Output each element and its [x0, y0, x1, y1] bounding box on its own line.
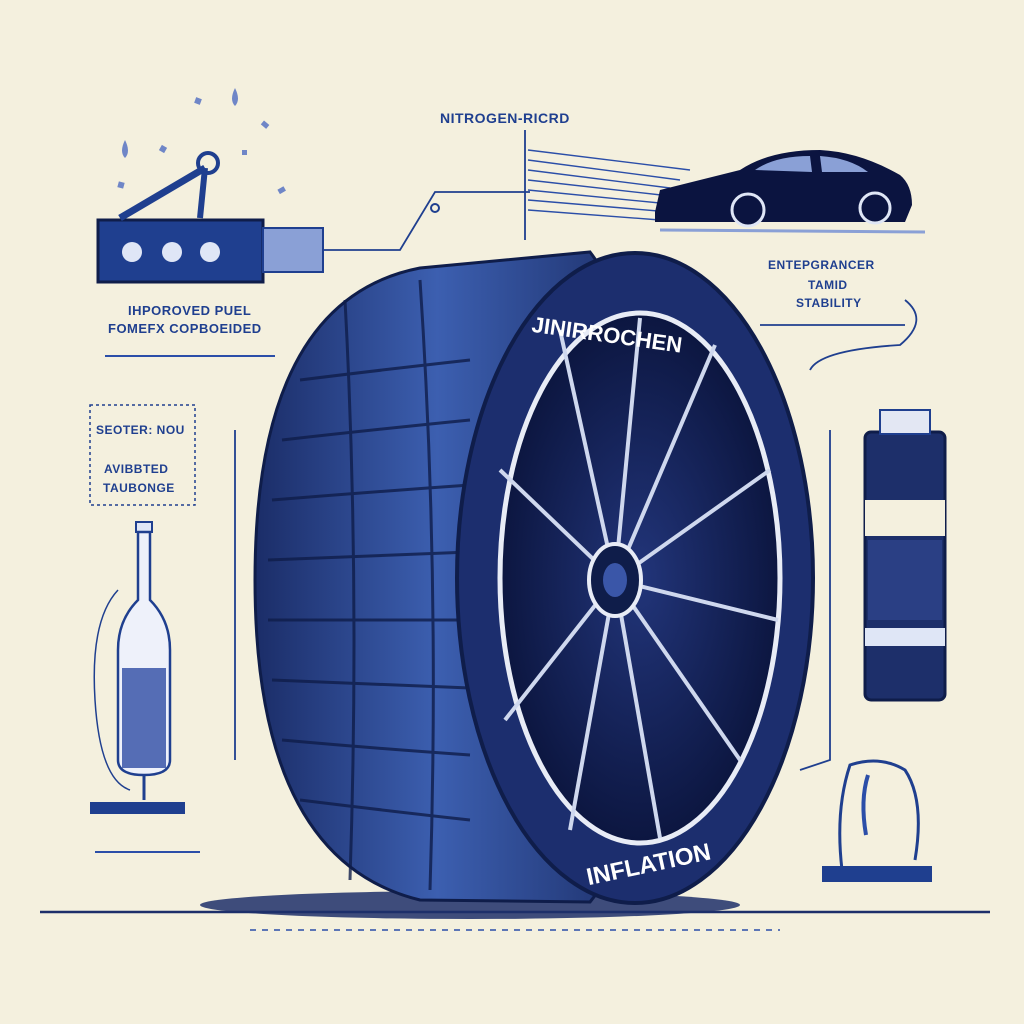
- gauge-icon: [822, 759, 932, 882]
- flow-lines: [527, 149, 691, 221]
- tread-grooves: [267, 279, 471, 891]
- left-box-line1: SEOTER: NOU: [96, 423, 185, 437]
- bottle-icon: [90, 521, 185, 814]
- rim-spokes: [498, 317, 779, 839]
- stability-label-line1: ENTEPGRANCER: [768, 258, 875, 272]
- stability-label-line2: TAMID: [808, 278, 848, 292]
- fuel-label-line2: FOMEFX COPBOEIDED: [108, 321, 262, 336]
- stability-label-line3: STABILITY: [796, 296, 862, 310]
- left-box-line2: AVIBBTED: [104, 462, 169, 476]
- left-box-line3: TAUBONGE: [103, 481, 175, 495]
- fuel-label-line1: IHPOROVED PUEL: [128, 303, 252, 318]
- tire: [253, 250, 815, 905]
- pump-device: [96, 151, 324, 284]
- connector-dot: [430, 203, 440, 213]
- heading-nitrogen: NITROGEN-RICRD: [440, 110, 570, 126]
- connector-lines: [234, 130, 918, 771]
- left-label-box: [89, 404, 196, 506]
- nitrogen-tank-icon: [863, 409, 947, 702]
- car-icon: [655, 150, 926, 234]
- wheel-hub-cap: [603, 563, 627, 597]
- particles-icon: [117, 88, 286, 195]
